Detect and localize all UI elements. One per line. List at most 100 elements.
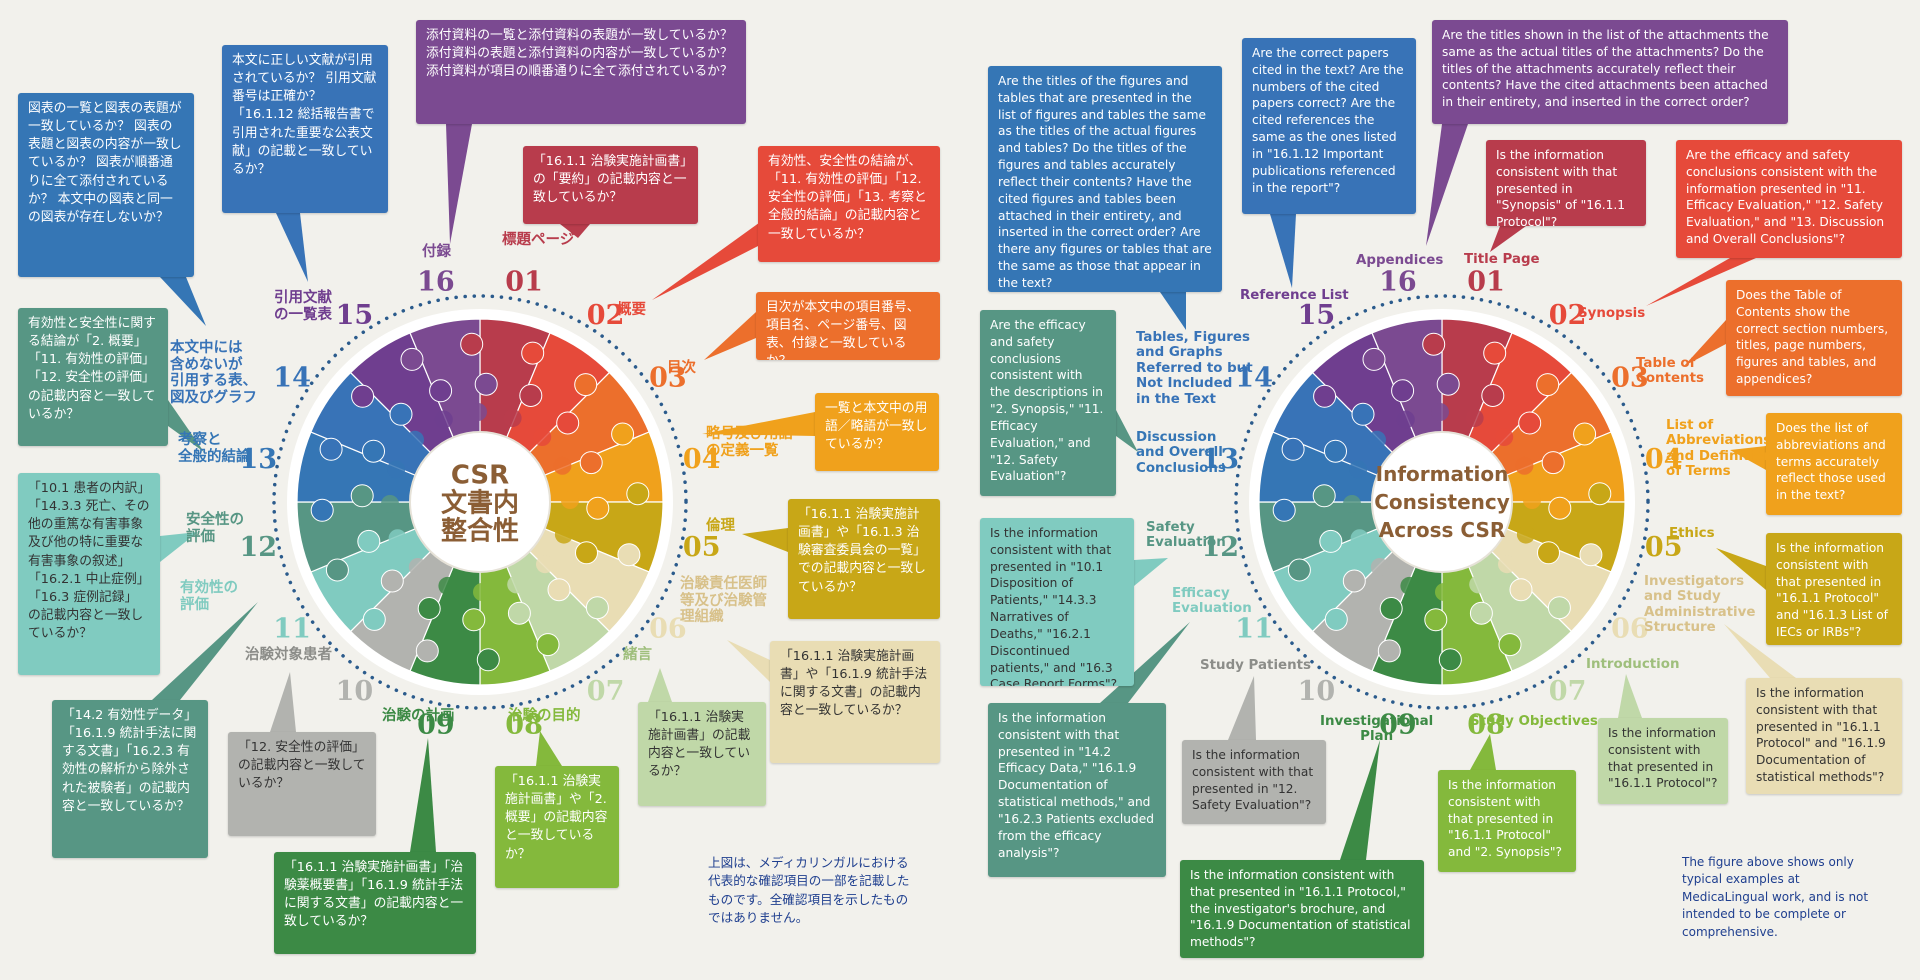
left-puzzle-knob xyxy=(519,384,543,407)
left-bubble-01: 「16.1.1 治験実施計画書」の「要約」の記載内容と一致しているか？ xyxy=(523,146,698,224)
left-puzzle-knob xyxy=(575,541,598,565)
left-number-backdrop xyxy=(684,529,719,564)
right-bubble-02: Are the efficacy and safety conclusions … xyxy=(1676,140,1902,258)
right-section-number-09: 09 xyxy=(1379,710,1417,741)
left-bubble-tail-02 xyxy=(652,215,770,300)
left-section-number-16: 16 xyxy=(417,266,455,297)
right-bubble-tail-12 xyxy=(1134,558,1168,586)
right-puzzle-knob xyxy=(1312,484,1336,508)
left-puzzle-knob xyxy=(554,525,573,544)
right-bubble-14: Are the titles of the figures and tables… xyxy=(988,66,1222,292)
right-section-number-07: 07 xyxy=(1549,676,1587,707)
right-number-backdrop xyxy=(1237,610,1272,645)
right-section-label-07: Introduction xyxy=(1586,657,1680,672)
right-bubble-tail-03 xyxy=(1684,320,1726,366)
left-number-backdrop xyxy=(588,672,623,707)
right-bubble-tail-15 xyxy=(1270,214,1296,288)
right-puzzle-knob xyxy=(1469,575,1488,594)
left-dotted-ring xyxy=(272,294,688,710)
right-bubble-tail-10 xyxy=(1228,676,1256,740)
left-section-label-03: 目次 xyxy=(667,360,696,376)
right-puzzle-knob xyxy=(1319,529,1343,553)
right-section-label-02: Synopsis xyxy=(1578,306,1646,321)
left-puzzle-knob xyxy=(507,575,526,594)
left-puzzle-knob xyxy=(533,428,552,446)
left-section-number-04: 04 xyxy=(683,444,721,475)
right-bubble-06: Is the information consistent with that … xyxy=(1746,678,1902,794)
right-center-disc xyxy=(1371,431,1513,573)
left-bubble-tail-03 xyxy=(704,312,756,360)
left-center-title-line: 整合性 xyxy=(441,515,519,546)
right-puzzle-knob xyxy=(1422,332,1446,356)
right-puzzle-knob xyxy=(1379,597,1403,620)
left-section-label-05: 倫理 xyxy=(706,518,735,534)
right-footnote: The figure above shows only typical exam… xyxy=(1682,855,1869,939)
left-bubble-12: 「10.1 患者の内訳」「14.3.3 死亡、その他の重篤な有害事象及び他の特に… xyxy=(18,473,160,675)
left-puzzle-knob xyxy=(429,379,453,403)
left-section-number-10: 10 xyxy=(336,676,374,707)
left-bubble-tail-12 xyxy=(160,532,198,562)
left-puzzle-knob xyxy=(408,558,427,576)
right-bubble-tail-13 xyxy=(1116,410,1138,452)
left-section-label-11: 有効性の 評価 xyxy=(180,580,238,613)
left-puzzle-knob xyxy=(473,583,491,601)
right-section-number-11: 11 xyxy=(1235,614,1273,645)
right-puzzle-knob xyxy=(1342,569,1366,593)
left-section-number-12: 12 xyxy=(240,532,278,563)
left-puzzle-knob xyxy=(400,347,424,371)
left-bubble-10: 「12. 安全性の評価」の記載内容と一致しているか？ xyxy=(228,732,376,836)
right-puzzle-knob xyxy=(1523,491,1541,509)
right-section-number-02: 02 xyxy=(1549,300,1587,331)
right-puzzle-knob xyxy=(1424,608,1448,632)
left-number-backdrop xyxy=(241,529,276,564)
right-bubble-16: Are the titles shown in the list of the … xyxy=(1432,20,1788,124)
left-bubble-06: 「16.1.1 治験実施計画書」や「16.1.9 統計手法に関する文書」の記載内… xyxy=(770,641,940,763)
right-center-title-line: Consistency xyxy=(1374,490,1510,514)
right-number-backdrop xyxy=(1380,706,1415,741)
left-puzzle-knob xyxy=(351,384,375,408)
left-number-backdrop xyxy=(337,297,372,332)
right-bubble-tail-16 xyxy=(1426,124,1468,246)
left-section-label-15: 引用文献 の一覧表 xyxy=(274,290,332,323)
right-center-title-line: Across CSR xyxy=(1379,518,1506,542)
right-section-number-14: 14 xyxy=(1235,362,1273,393)
right-number-backdrop xyxy=(1299,297,1334,332)
right-section-label-01: Title Page xyxy=(1464,252,1540,267)
right-puzzle-knob xyxy=(1377,639,1401,663)
right-bubble-10: Is the information consistent with that … xyxy=(1182,740,1326,824)
right-puzzle-knob xyxy=(1362,347,1386,371)
left-puzzle-knob xyxy=(380,569,404,593)
left-puzzle-knob xyxy=(325,558,349,582)
left-puzzle-knob xyxy=(319,437,343,461)
left-bubble-07: 「16.1.1 治験実施計画書」の記載内容と一致しているか？ xyxy=(638,702,766,806)
left-bubble-tail-16 xyxy=(446,124,472,244)
left-section-label-07: 緒言 xyxy=(623,647,652,663)
right-puzzle-knob xyxy=(1435,583,1453,601)
left-bubble-tail-14 xyxy=(160,277,206,326)
right-bubble-03: Does the Table of Contents show the corr… xyxy=(1726,280,1902,396)
right-puzzle-knob xyxy=(1465,409,1484,428)
left-section-label-06: 治験責任医師 等及び治験管 理組織 xyxy=(680,576,767,626)
left-section-label-08: 治験の目的 xyxy=(508,708,581,724)
left-bubble-05: 「16.1.1 治験実施計画書」や「16.1.3 治験審査委員会の一覧」での記載… xyxy=(788,499,940,619)
right-puzzle-knob xyxy=(1588,482,1612,506)
left-puzzle-knob xyxy=(617,543,641,567)
right-section-number-12: 12 xyxy=(1202,532,1240,563)
right-puzzle-knob xyxy=(1400,576,1419,595)
left-puzzle-knob xyxy=(574,373,598,397)
left-puzzle-knob xyxy=(579,451,603,475)
left-number-backdrop xyxy=(418,706,453,741)
right-puzzle-knob xyxy=(1350,529,1369,548)
left-puzzle-knob xyxy=(507,601,531,625)
right-puzzle-knob xyxy=(1313,384,1337,408)
right-puzzle-knob xyxy=(1343,495,1361,513)
left-bubble-tail-11 xyxy=(152,602,258,700)
left-puzzle-knob xyxy=(586,496,610,520)
right-bubble-08: Is the information consistent with that … xyxy=(1438,770,1576,872)
left-puzzle-knob xyxy=(388,529,407,548)
left-section-number-14: 14 xyxy=(273,362,311,393)
right-section-label-05: Ethics xyxy=(1669,526,1715,541)
left-section-number-11: 11 xyxy=(273,614,311,645)
